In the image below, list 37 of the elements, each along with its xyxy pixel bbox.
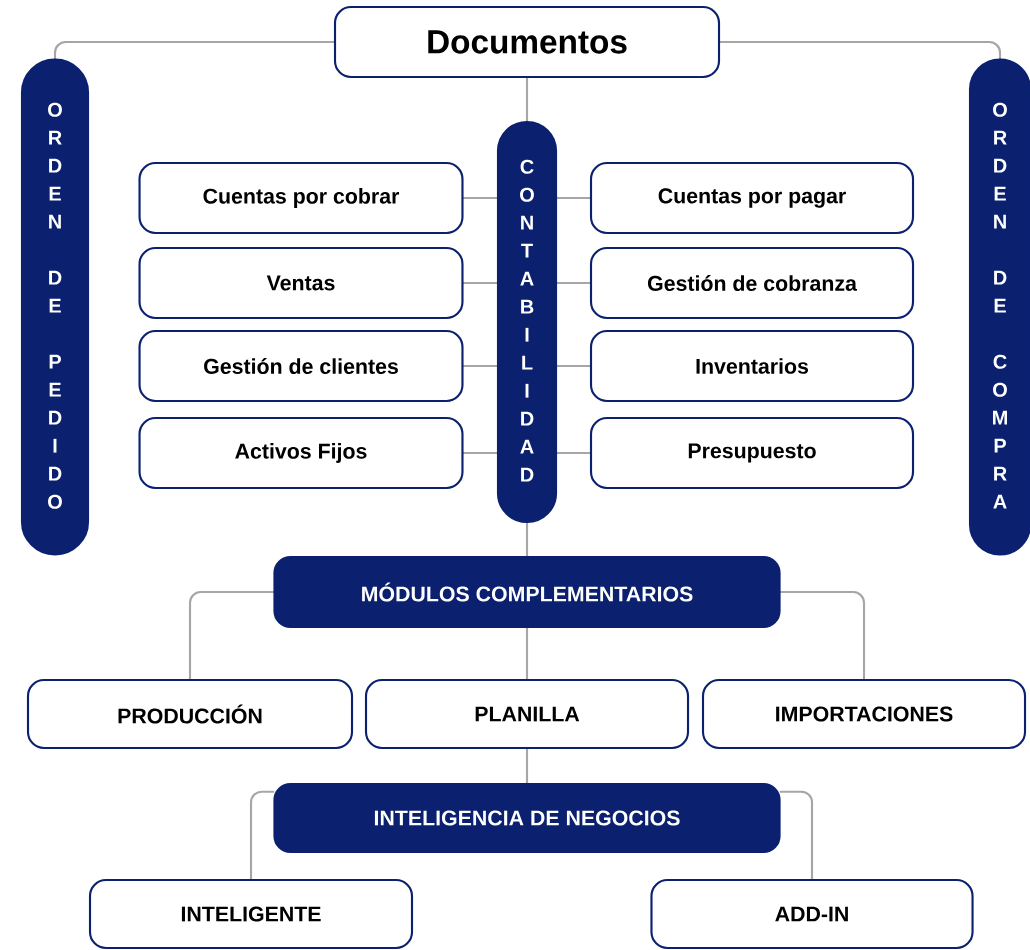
connector-line — [188, 590, 275, 680]
module-box: Presupuesto — [589, 416, 915, 490]
module-box: Cuentas por cobrar — [138, 161, 464, 235]
module-box: Activos Fijos — [138, 416, 464, 490]
connector-line — [525, 522, 529, 557]
connector-line — [779, 590, 866, 680]
connector-line — [525, 77, 529, 122]
connector-line — [779, 790, 814, 880]
module-box: Ventas — [138, 246, 464, 320]
module-box: Documentos — [333, 5, 721, 79]
module-box: Inventarios — [589, 329, 915, 403]
module-box: PLANILLA — [364, 678, 690, 750]
module-box: Gestión de clientes — [138, 329, 464, 403]
vertical-banner: ORDEN DE PEDIDO — [20, 58, 90, 556]
module-box: IMPORTACIONES — [701, 678, 1027, 750]
module-box: ADD-IN — [650, 878, 974, 950]
module-box: PRODUCCIÓN — [26, 678, 354, 750]
section-banner: MÓDULOS COMPLEMENTARIOS — [273, 555, 781, 629]
connector-line — [53, 40, 335, 60]
connector-line — [462, 281, 498, 285]
connector-line — [556, 281, 591, 285]
vertical-banner: ORDEN DE COMPRA — [968, 58, 1030, 556]
module-box: Gestión de cobranza — [589, 246, 915, 320]
vertical-banner: CONTABILIDAD — [496, 120, 558, 524]
connector-line — [462, 451, 498, 455]
connector-line — [525, 748, 529, 784]
connector-line — [556, 196, 591, 200]
connector-line — [556, 364, 591, 368]
connector-line — [525, 627, 529, 680]
module-box: INTELIGENTE — [88, 878, 414, 950]
connector-line — [719, 40, 1002, 60]
module-box: Cuentas por pagar — [589, 161, 915, 235]
connector-line — [462, 364, 498, 368]
connector-line — [462, 196, 498, 200]
section-banner: INTELIGENCIA DE NEGOCIOS — [273, 782, 781, 854]
connector-line — [249, 790, 275, 880]
connector-line — [556, 451, 591, 455]
